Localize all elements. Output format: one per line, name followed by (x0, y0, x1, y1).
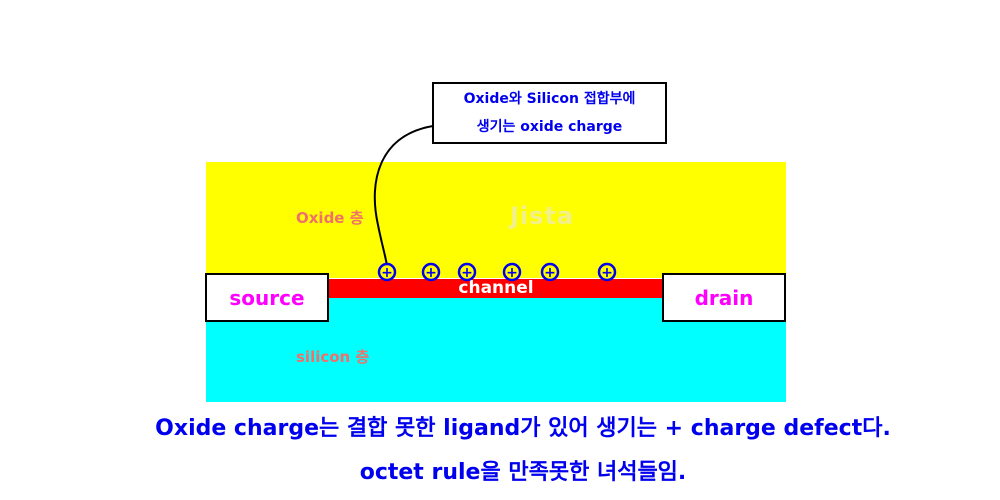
oxide-layer (206, 162, 786, 278)
caption-line-2: octet rule을 만족못한 녀석들임. (359, 460, 687, 485)
oxide-layer-label: Oxide 층 (296, 209, 364, 227)
watermark: Jista (510, 202, 575, 230)
channel-region (328, 279, 664, 298)
source-terminal: source (205, 273, 329, 322)
callout-line-2: 생기는 oxide charge (476, 119, 623, 135)
callout-box: Oxide와 Silicon 접합부에 생기는 oxide charge (432, 82, 667, 144)
drain-terminal: drain (662, 273, 786, 322)
drain-label: drain (694, 285, 754, 310)
silicon-layer-label: silicon 층 (296, 348, 370, 366)
source-label: source (229, 285, 305, 310)
callout-line-1: Oxide와 Silicon 접합부에 (463, 91, 636, 107)
caption-line-1: Oxide charge는 결합 못한 ligand가 있어 생기는 + cha… (155, 416, 891, 441)
channel-label: channel (458, 278, 534, 298)
